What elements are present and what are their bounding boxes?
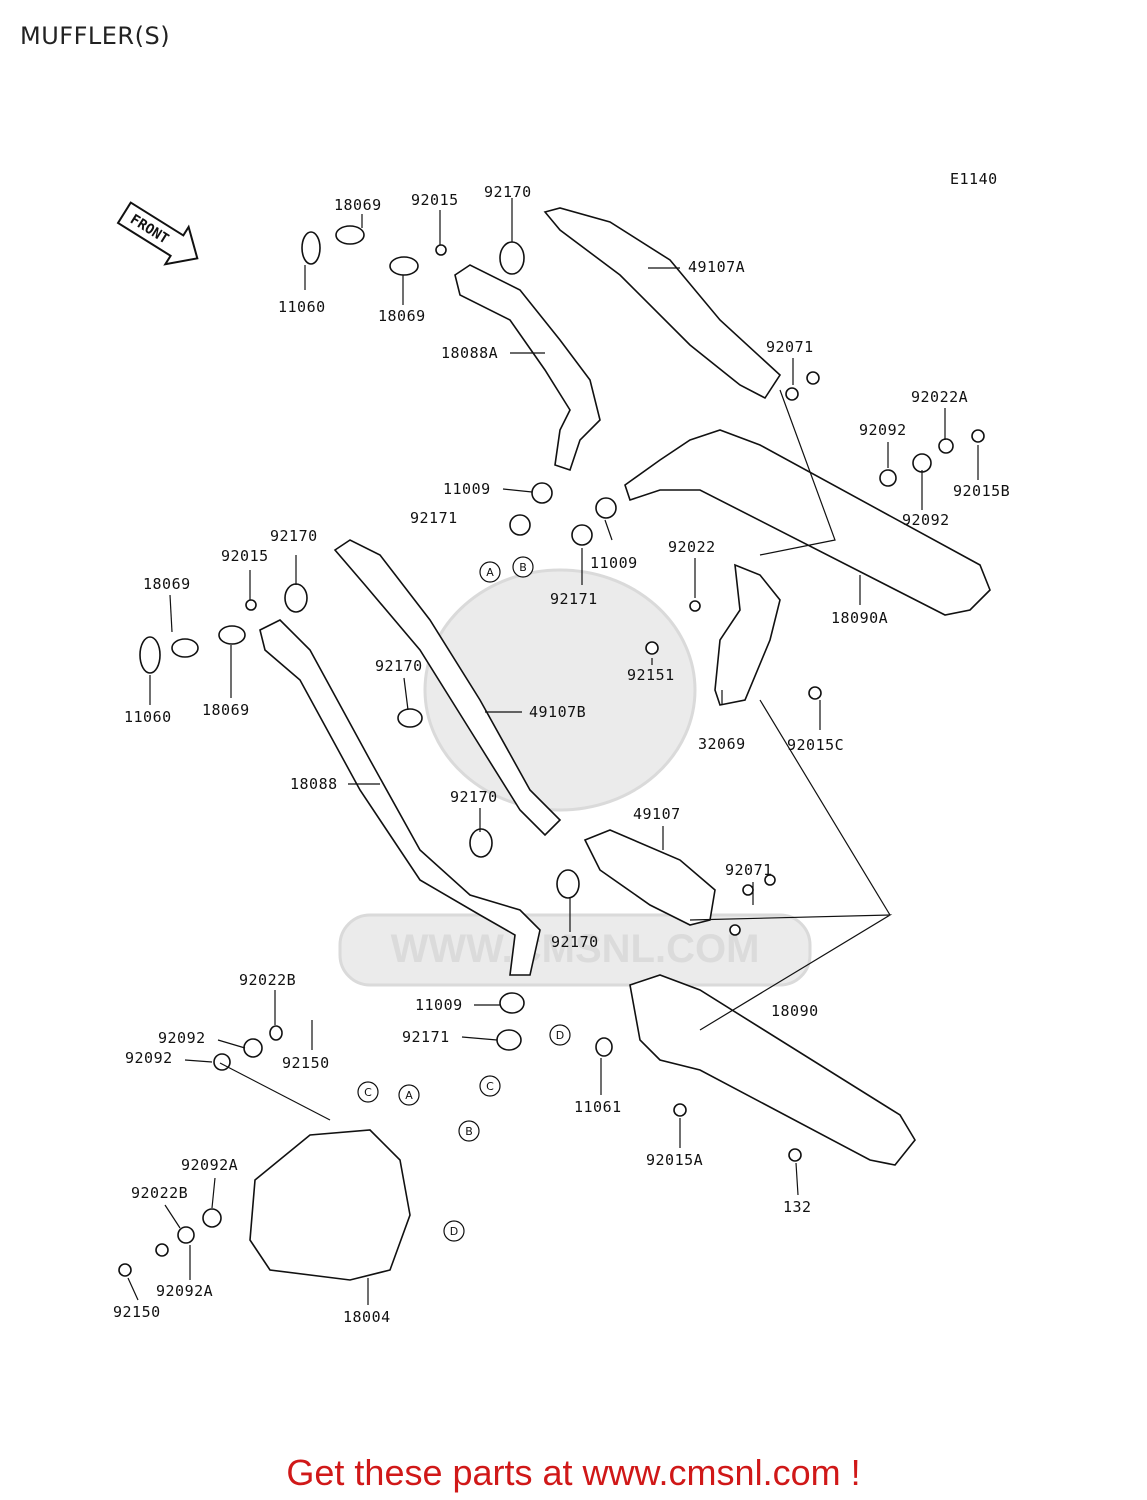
callout-marker: C [357, 1081, 379, 1103]
part-label: 49107A [688, 258, 745, 276]
part-label: 18069 [378, 307, 426, 325]
callout-marker: C [479, 1075, 501, 1097]
part-label: 92092 [125, 1049, 173, 1067]
part-labels: 18069 92015 92170 11060 18069 49107A 180… [113, 183, 1010, 1326]
callout-marker: D [443, 1220, 465, 1242]
part-label: 92092 [902, 511, 950, 529]
fittings [118, 225, 985, 1277]
svg-text:B: B [465, 1125, 473, 1138]
callout-marker: A [479, 561, 501, 583]
muffler-bracket [714, 563, 781, 706]
part-label: 92170 [484, 183, 532, 201]
part-label: 49107B [529, 703, 586, 721]
part-label: 92015C [787, 736, 844, 754]
part-label: 18069 [334, 196, 382, 214]
callout-marker: D [549, 1024, 571, 1046]
part-label: 92171 [410, 509, 458, 527]
part-label: 92150 [113, 1303, 161, 1321]
part-label: 92170 [375, 657, 423, 675]
part-label: 92170 [450, 788, 498, 806]
part-label: 11060 [278, 298, 326, 316]
svg-text:D: D [556, 1029, 564, 1042]
part-label: 18090 [771, 1002, 819, 1020]
part-label: 92022B [131, 1184, 188, 1202]
part-label: 11060 [124, 708, 172, 726]
heat-shield-upper [543, 207, 782, 400]
muffler-chamber [249, 1129, 411, 1281]
front-arrow-icon: FRONT [116, 201, 199, 266]
part-label: 49107 [633, 805, 681, 823]
part-label: 92015A [646, 1151, 703, 1169]
part-label: 92015 [221, 547, 269, 565]
footer-promo-link[interactable]: Get these parts at www.cmsnl.com ! [286, 1452, 861, 1493]
callout-marker: A [398, 1084, 420, 1106]
part-label: 92092A [181, 1156, 238, 1174]
part-label: 92151 [627, 666, 675, 684]
callout-marker: B [458, 1120, 480, 1142]
svg-text:B: B [519, 561, 527, 574]
muffler-upper [624, 429, 991, 616]
svg-text:C: C [486, 1080, 494, 1093]
part-label: 18004 [343, 1308, 391, 1326]
page-title: MUFFLER(S) [20, 22, 171, 50]
part-label: 11009 [443, 480, 491, 498]
part-label: 11009 [415, 996, 463, 1014]
exhaust-pipe-upper [454, 264, 601, 472]
heat-shield-lower [333, 539, 562, 837]
svg-text:A: A [486, 566, 494, 579]
part-label: 92015B [953, 482, 1010, 500]
svg-text:A: A [405, 1089, 413, 1102]
part-label: 18090A [831, 609, 888, 627]
part-label: 11009 [590, 554, 638, 572]
svg-text:C: C [364, 1086, 372, 1099]
part-label: 92092 [859, 421, 907, 439]
part-label: 92092 [158, 1029, 206, 1047]
part-label: 92071 [725, 861, 773, 879]
part-label: 18088A [441, 344, 498, 362]
callout-marker: B [512, 556, 534, 578]
part-label: 92171 [550, 590, 598, 608]
part-label: 11061 [574, 1098, 622, 1116]
watermark-text: WWW.CMSNL.COM [391, 927, 760, 971]
leader-lines [127, 198, 979, 1305]
muffler-lower [629, 974, 916, 1166]
part-label: 18088 [290, 775, 338, 793]
diagram-code: E1140 [950, 170, 998, 188]
heat-shield-small [583, 829, 716, 926]
part-label: 92022B [239, 971, 296, 989]
callouts: A B A B C D C A [357, 556, 571, 1242]
part-label: 32069 [698, 735, 746, 753]
part-label: 92015 [411, 191, 459, 209]
part-label: 92170 [551, 933, 599, 951]
part-label: 92170 [270, 527, 318, 545]
part-label: 18069 [202, 701, 250, 719]
part-label: 132 [783, 1198, 812, 1216]
exhaust-pipe-lower [259, 619, 541, 976]
part-label: 92022A [911, 388, 968, 406]
part-label: 92022 [668, 538, 716, 556]
part-label: 92092A [156, 1282, 213, 1300]
part-label: 92150 [282, 1054, 330, 1072]
part-label: 92071 [766, 338, 814, 356]
svg-text:D: D [450, 1225, 458, 1238]
part-label: 92171 [402, 1028, 450, 1046]
part-label: 18069 [143, 575, 191, 593]
